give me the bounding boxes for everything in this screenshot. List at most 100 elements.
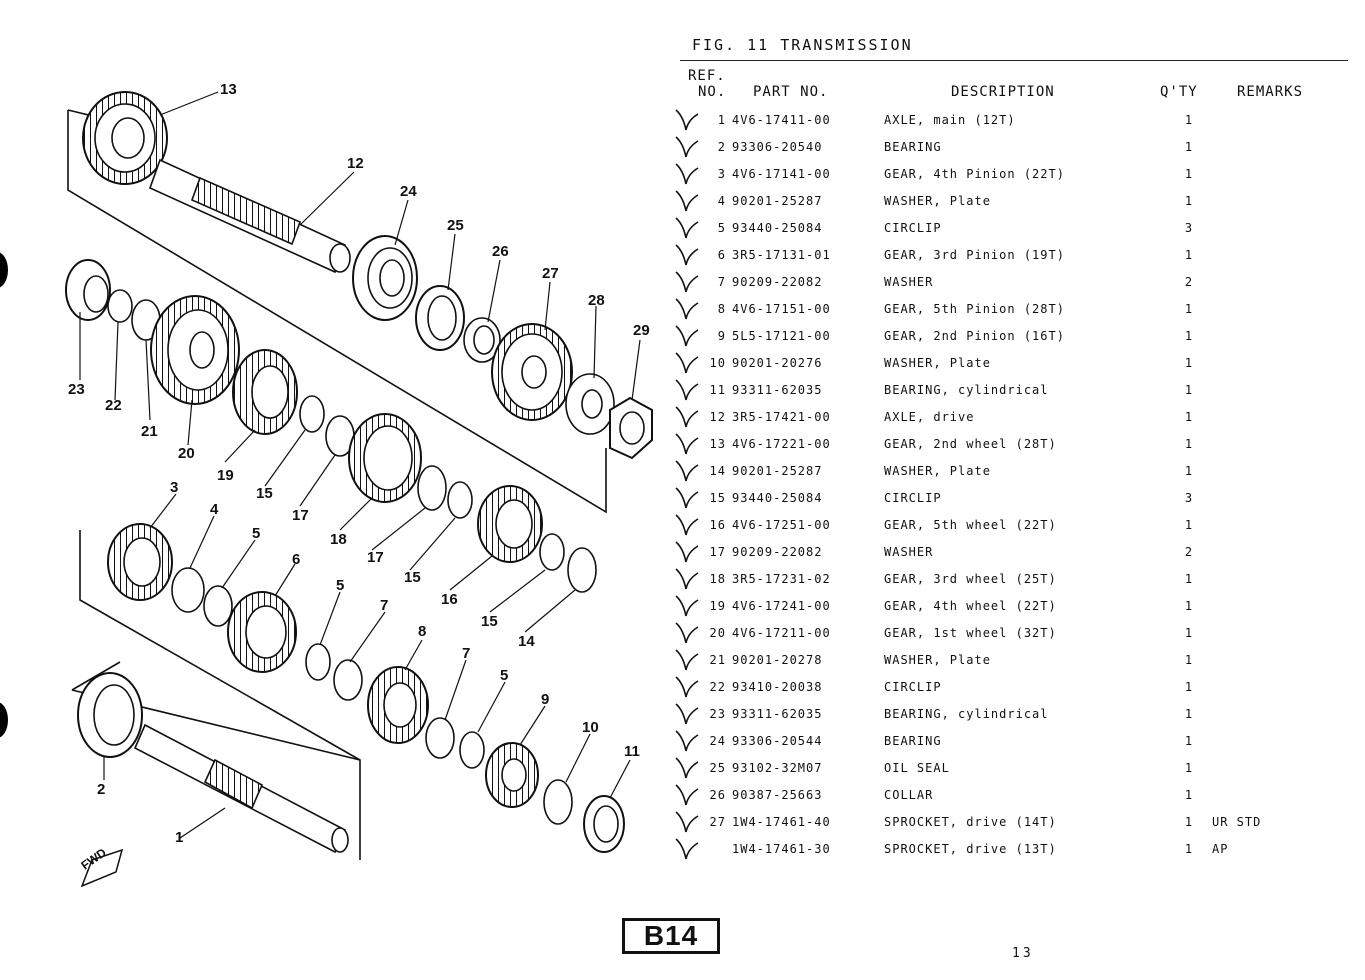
ref-no: 13 xyxy=(709,437,726,451)
description: BEARING, cylindrical xyxy=(884,707,1049,721)
callout-11: 11 xyxy=(624,743,640,760)
header-qty: Q'TY xyxy=(1160,84,1198,100)
callout-22: 22 xyxy=(105,397,122,414)
part-no: 90387-25663 xyxy=(732,788,823,802)
part-no: 4V6-17221-00 xyxy=(732,437,831,451)
ref-no: 4 xyxy=(717,194,726,208)
description: WASHER xyxy=(884,545,934,559)
description: GEAR, 1st wheel (32T) xyxy=(884,626,1057,640)
header-remarks: REMARKS xyxy=(1237,84,1304,100)
check-mark-icon xyxy=(675,838,699,860)
description: GEAR, 4th wheel (22T) xyxy=(884,599,1057,613)
callout-29: 29 xyxy=(633,322,650,339)
nut-29 xyxy=(609,396,653,460)
bearing-24 xyxy=(352,235,418,321)
quantity: 2 xyxy=(1184,545,1194,559)
part-no: 90209-22082 xyxy=(732,545,823,559)
circlip-15b xyxy=(447,481,473,519)
ref-no: 8 xyxy=(717,302,726,316)
exploded-view-diagram: 13 12 24 25 26 27 28 29 23 22 21 20 19 1… xyxy=(0,0,680,980)
gear-18 xyxy=(348,413,422,503)
callout-15-b: 15 xyxy=(404,569,421,586)
header-description: DESCRIPTION xyxy=(951,84,1055,100)
frame-lower xyxy=(71,689,361,860)
part-no: 93311-62035 xyxy=(732,707,823,721)
check-mark-icon xyxy=(675,352,699,374)
part-no: 90209-22082 xyxy=(732,275,823,289)
callout-27: 27 xyxy=(542,265,559,282)
check-mark-icon xyxy=(675,703,699,725)
callout-26: 26 xyxy=(492,243,509,260)
check-mark-icon xyxy=(675,379,699,401)
part-no: 3R5-17421-00 xyxy=(732,410,831,424)
quantity: 3 xyxy=(1184,491,1194,505)
check-mark-icon xyxy=(675,163,699,185)
axle-12 xyxy=(148,158,351,274)
quantity: 1 xyxy=(1184,518,1194,532)
quantity: 1 xyxy=(1184,788,1194,802)
table-row: 17 90209-22082 WASHER 2 xyxy=(672,538,1352,565)
description: AXLE, drive xyxy=(884,410,975,424)
page-number: 13 xyxy=(1012,946,1034,961)
description: CIRCLIP xyxy=(884,221,942,235)
callout-3: 3 xyxy=(170,479,179,496)
check-mark-icon xyxy=(675,622,699,644)
quantity: 1 xyxy=(1184,329,1194,343)
description: AXLE, main (12T) xyxy=(884,113,1016,127)
part-no: 93440-25084 xyxy=(732,221,823,235)
callout-13: 13 xyxy=(220,81,237,98)
ref-no: 15 xyxy=(709,491,726,505)
quantity: 1 xyxy=(1184,194,1194,208)
part-no: 4V6-17251-00 xyxy=(732,518,831,532)
lock-washer-28 xyxy=(565,373,615,435)
part-no: 90201-20276 xyxy=(732,356,823,370)
header-part-no: PART NO. xyxy=(753,84,829,100)
binding-hole-bottom xyxy=(0,702,8,738)
diagram-drawing xyxy=(65,91,653,888)
binding-hole-top xyxy=(0,252,8,288)
callout-21: 21 xyxy=(141,423,158,440)
part-no: 93410-20038 xyxy=(732,680,823,694)
section-code: B14 xyxy=(622,918,720,954)
check-mark-icon xyxy=(675,325,699,347)
part-no: 3R5-17131-01 xyxy=(732,248,831,262)
quantity: 1 xyxy=(1184,815,1194,829)
washer-14 xyxy=(567,547,597,593)
remarks: UR STD xyxy=(1212,815,1262,829)
callout-25: 25 xyxy=(447,217,464,234)
quantity: 1 xyxy=(1184,734,1194,748)
callout-16: 16 xyxy=(441,591,458,608)
description: GEAR, 5th wheel (22T) xyxy=(884,518,1057,532)
description: SPROCKET, drive (14T) xyxy=(884,815,1057,829)
ref-no: 2 xyxy=(717,140,726,154)
part-no: 90201-20278 xyxy=(732,653,823,667)
remarks: AP xyxy=(1212,842,1229,856)
check-mark-icon xyxy=(675,244,699,266)
bearing-2 xyxy=(77,672,143,758)
washer-7a xyxy=(333,659,363,701)
check-mark-icon xyxy=(675,811,699,833)
axle-1 xyxy=(133,723,349,854)
callout-17-b: 17 xyxy=(367,549,384,566)
check-mark-icon xyxy=(675,298,699,320)
quantity: 1 xyxy=(1184,842,1194,856)
circlip-5c xyxy=(459,731,485,769)
part-no: 4V6-17241-00 xyxy=(732,599,831,613)
quantity: 1 xyxy=(1184,626,1194,640)
quantity: 1 xyxy=(1184,572,1194,586)
gear-19 xyxy=(232,349,298,435)
ref-no: 17 xyxy=(709,545,726,559)
description: BEARING xyxy=(884,734,942,748)
